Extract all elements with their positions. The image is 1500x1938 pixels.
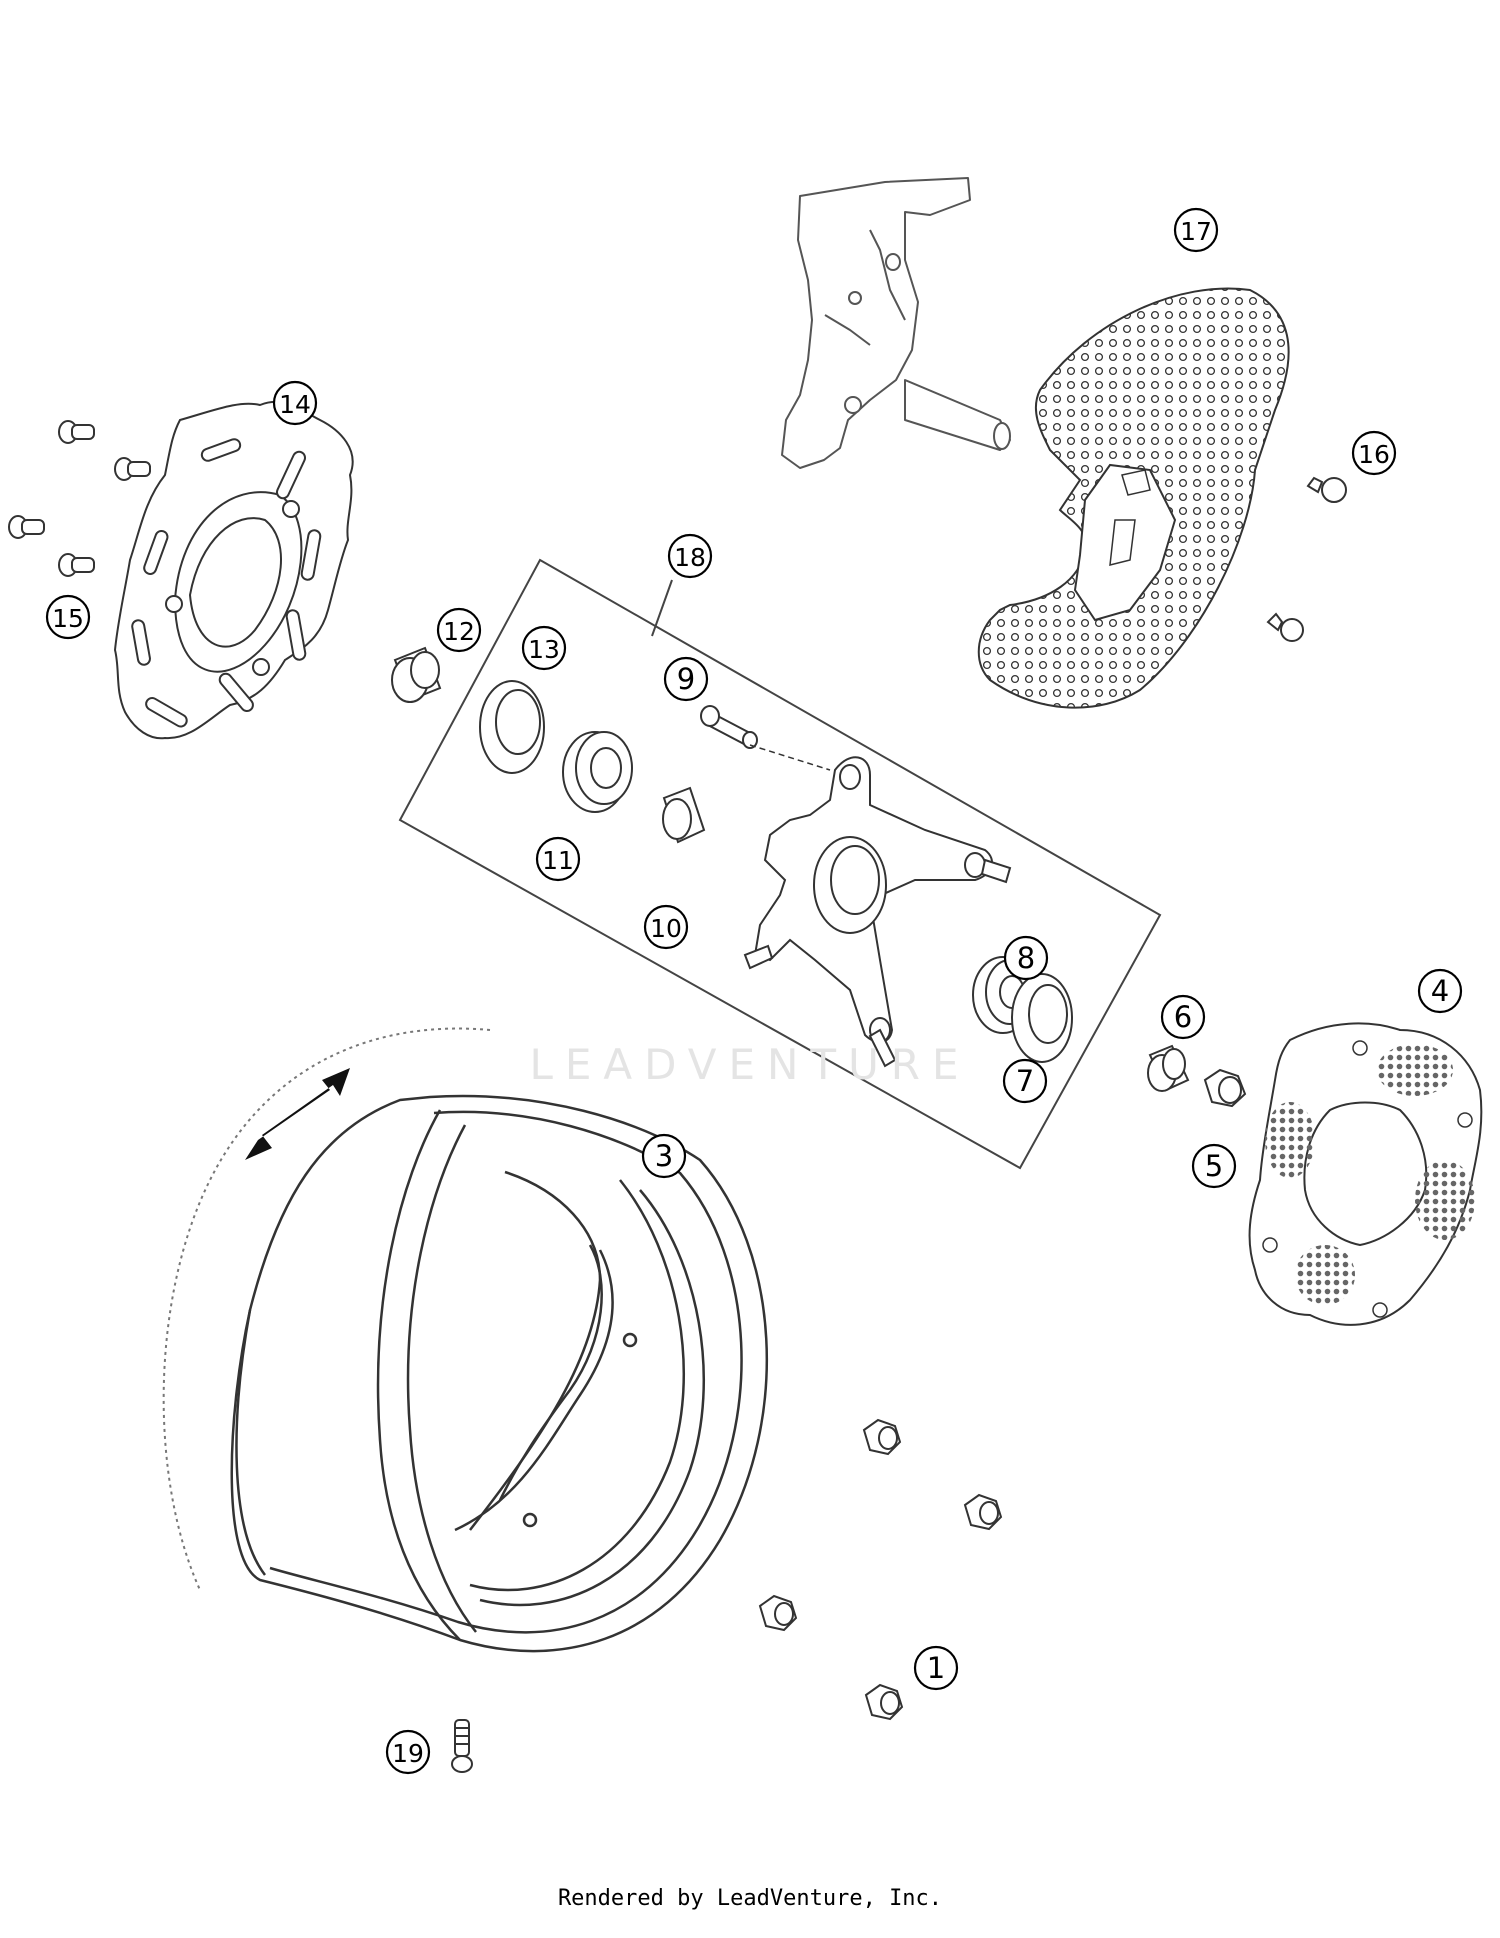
- callout-label: 1: [927, 1651, 945, 1685]
- bolt-15-d: [58, 553, 95, 577]
- callout-13: 13: [521, 625, 567, 671]
- brake-disc-4: [1248, 1022, 1483, 1326]
- callout-19: 19: [385, 1729, 431, 1775]
- callout-6: 6: [1160, 994, 1206, 1040]
- callout-label: 10: [650, 914, 682, 943]
- steering-knuckle: [781, 177, 1011, 469]
- callout-8: 8: [1003, 935, 1049, 981]
- wheel-rim-3: [230, 1094, 768, 1653]
- callout-18: 18: [667, 533, 713, 579]
- bolt-15-b: [114, 457, 151, 481]
- callout-4: 4: [1417, 968, 1463, 1014]
- callout-label: 16: [1358, 440, 1390, 469]
- callout-1: 1: [913, 1645, 959, 1691]
- callout-label: 6: [1174, 1000, 1192, 1034]
- callout-12: 12: [436, 607, 482, 653]
- callout-label: 4: [1431, 974, 1449, 1008]
- callout-label: 9: [677, 662, 695, 696]
- wheel-nut-1-a: [862, 1418, 902, 1456]
- callout-label: 12: [443, 617, 475, 646]
- brake-disc-14: [113, 400, 354, 740]
- callout-label: 5: [1205, 1149, 1223, 1183]
- brake-disc-17: [977, 287, 1290, 709]
- shaft-seal-7: [1011, 973, 1073, 1063]
- bolt-15-c: [8, 515, 45, 539]
- callout-label: 11: [542, 846, 574, 875]
- rotation-arrow: [245, 1068, 350, 1160]
- callout-label: 7: [1016, 1064, 1034, 1098]
- tire-valve-19: [451, 1719, 473, 1773]
- bolt-16-upper: [1306, 476, 1347, 503]
- callout-label: 13: [528, 635, 560, 664]
- callout-14: 14: [272, 380, 318, 426]
- callout-label: 8: [1017, 941, 1035, 975]
- bearing-11: [562, 731, 633, 813]
- callout-15: 15: [45, 594, 91, 640]
- spacer-10: [662, 786, 706, 844]
- wheel-nut-1-b: [963, 1493, 1003, 1531]
- callout-label: 18: [674, 543, 706, 572]
- bolt-15-a: [58, 420, 95, 444]
- callout-7: 7: [1002, 1058, 1048, 1104]
- callout-label: 3: [655, 1139, 673, 1173]
- shaft-seal-13: [479, 680, 545, 774]
- nut-5: [1203, 1068, 1247, 1108]
- callout-16: 16: [1351, 430, 1397, 476]
- spacer-12: [391, 646, 442, 703]
- hub-kit-frame-18: [398, 558, 1162, 1170]
- callout-11: 11: [535, 836, 581, 882]
- callout-3: 3: [641, 1133, 687, 1179]
- bolt-16-lower: [1266, 612, 1304, 642]
- wheel-nut-1-d: [864, 1683, 904, 1721]
- callout-label: 15: [52, 604, 84, 633]
- callout-5: 5: [1191, 1143, 1237, 1189]
- callout-label: 19: [392, 1739, 424, 1768]
- callout-9: 9: [663, 656, 709, 702]
- callout-10: 10: [643, 904, 689, 950]
- spacer-6: [1147, 1044, 1190, 1092]
- wheel-stud-9: [700, 705, 831, 771]
- callout-label: 14: [279, 390, 311, 419]
- tire-outline: [162, 1027, 491, 1591]
- callout-17: 17: [1173, 207, 1219, 253]
- callout-label: 17: [1180, 217, 1212, 246]
- wheel-nut-1-c: [758, 1594, 798, 1632]
- wheel-hub: [743, 756, 1012, 1068]
- footer-credit: Rendered by LeadVenture, Inc.: [557, 1886, 943, 1911]
